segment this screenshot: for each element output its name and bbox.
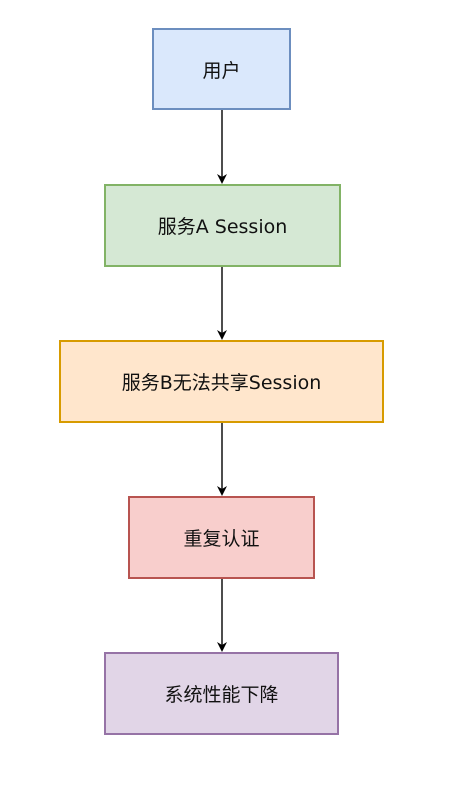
node-service-a-session: 服务A Session: [104, 184, 341, 267]
node-performance-drop-label: 系统性能下降: [164, 684, 279, 706]
node-reauthentication: 重复认证: [128, 496, 315, 579]
node-service-b-session-label: 服务B无法共享Session: [121, 372, 322, 394]
node-service-b-session: 服务B无法共享Session: [59, 340, 384, 423]
node-user: 用户: [152, 28, 291, 110]
node-reauthentication-label: 重复认证: [183, 528, 260, 550]
node-performance-drop: 系统性能下降: [104, 652, 339, 735]
node-user-label: 用户: [202, 59, 241, 82]
node-service-a-session-label: 服务A Session: [157, 216, 288, 238]
